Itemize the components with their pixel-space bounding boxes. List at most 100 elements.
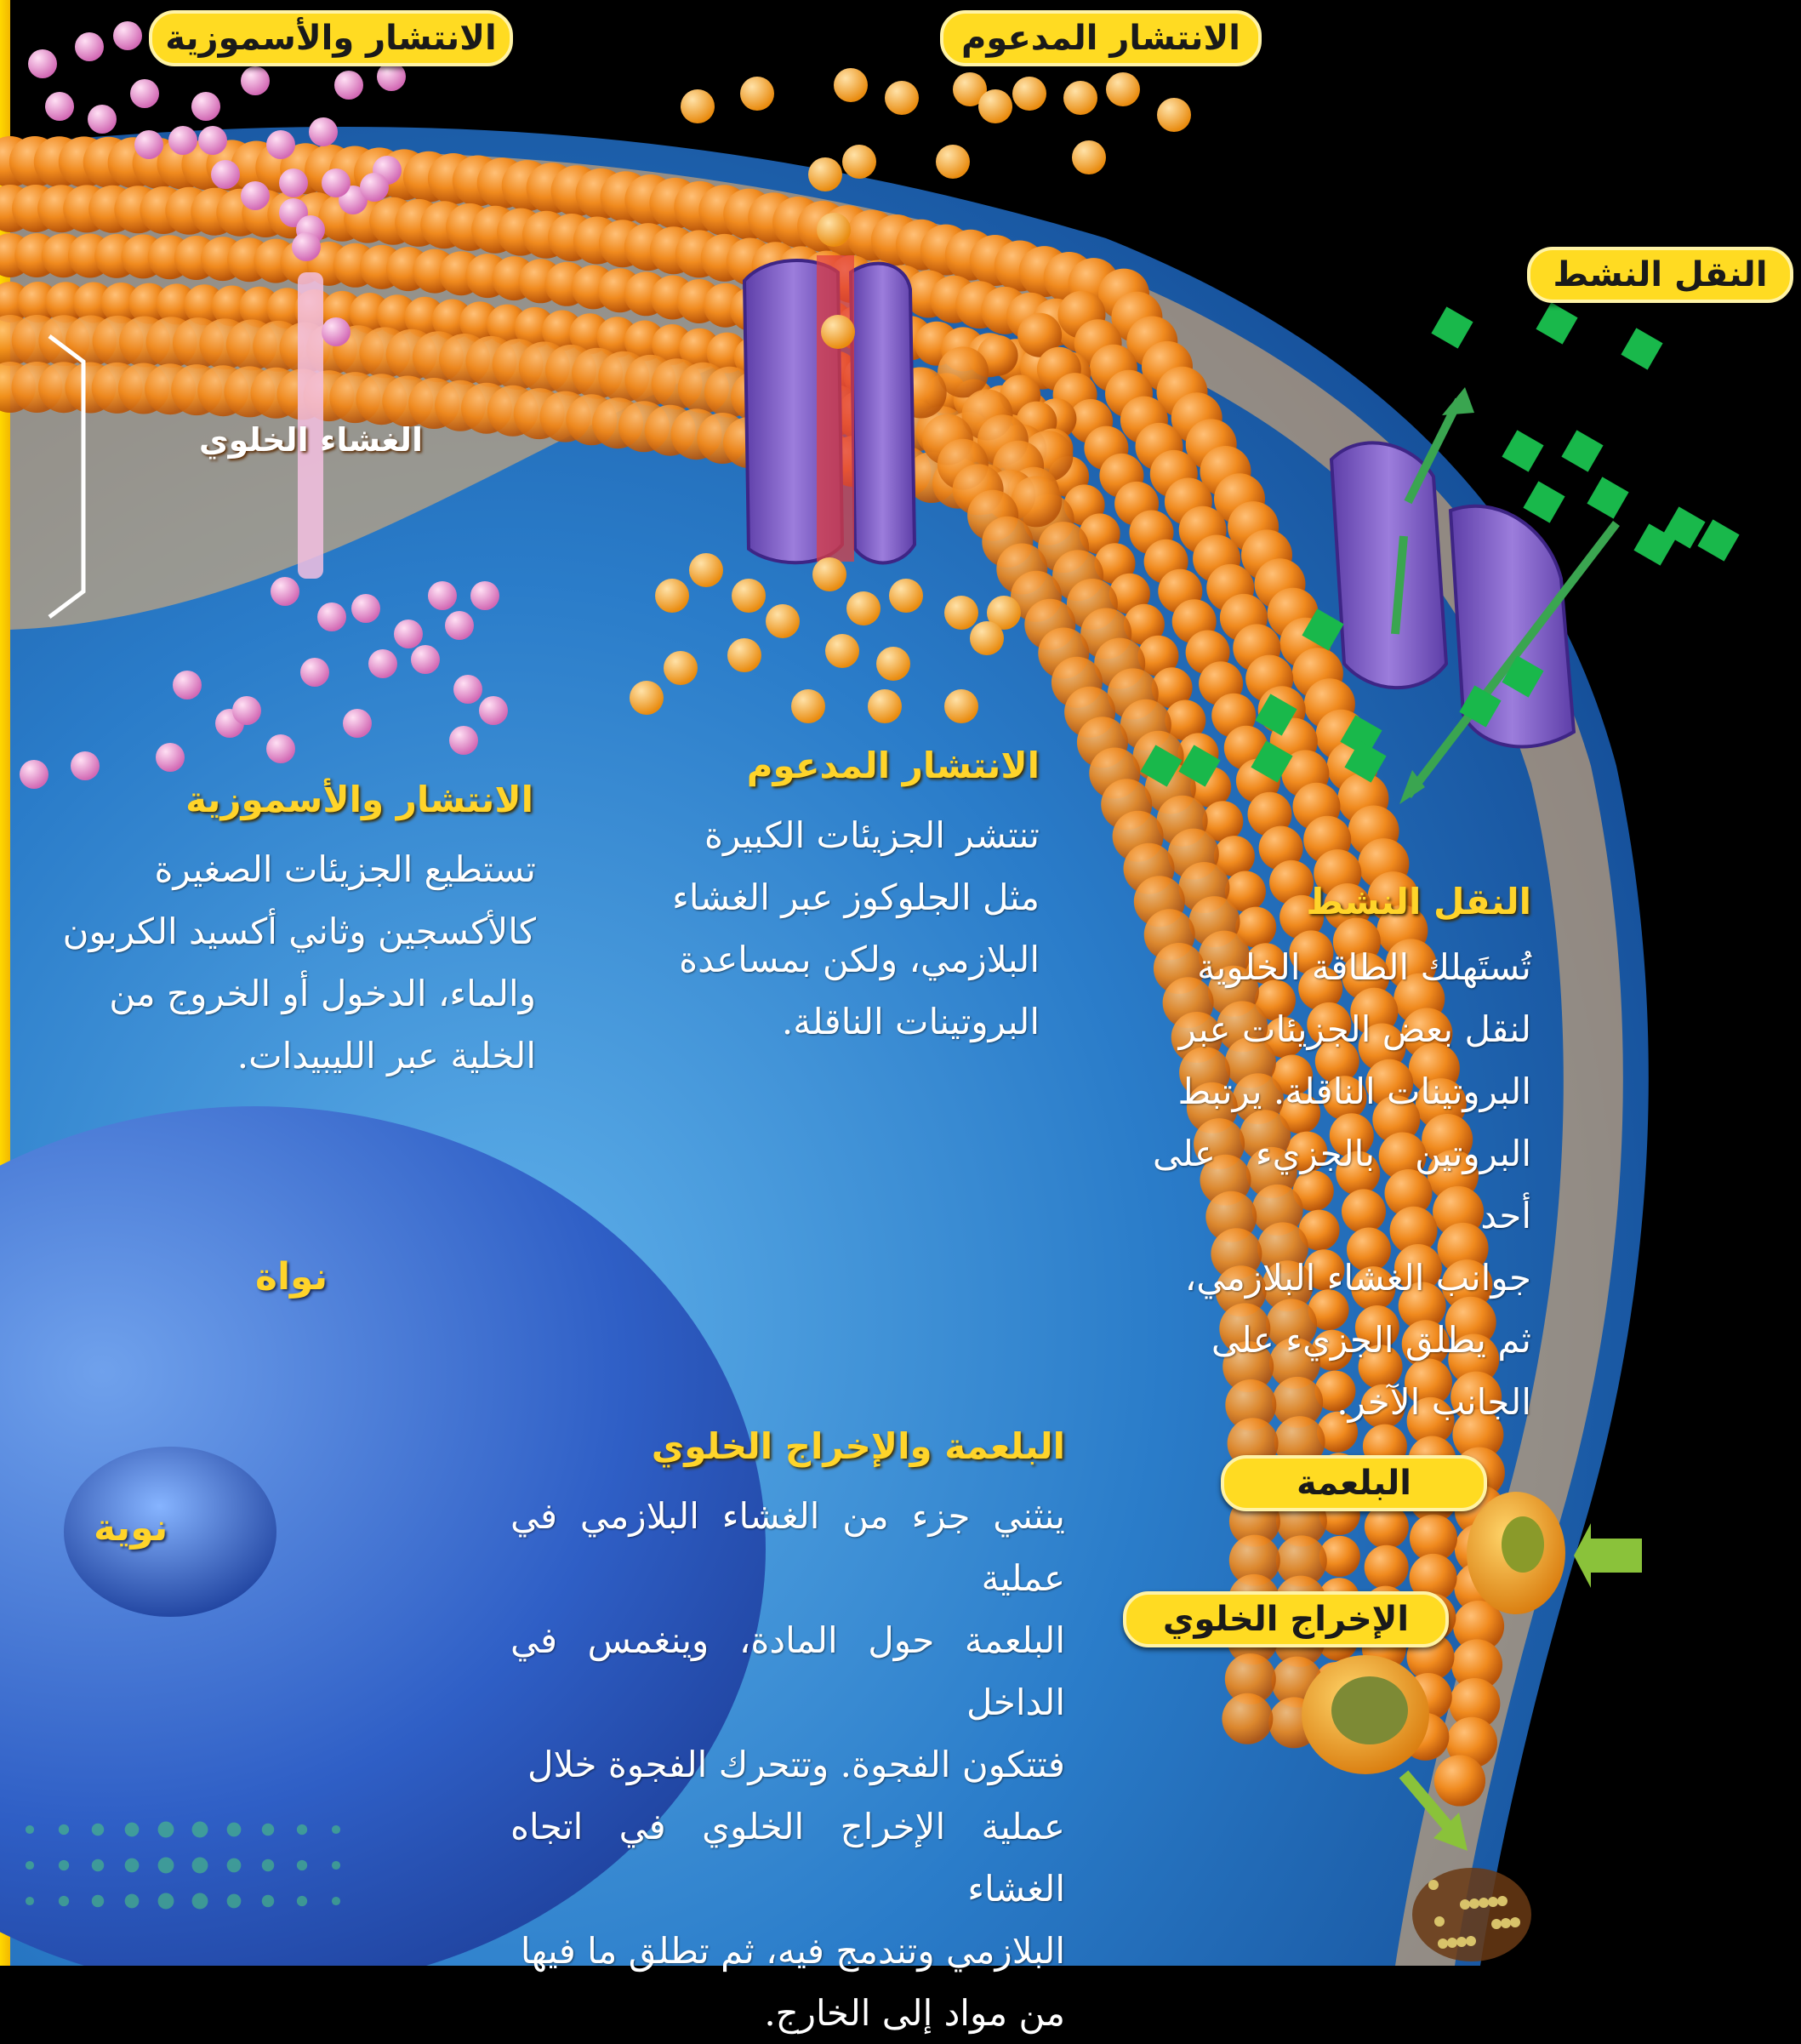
decorative-dot — [26, 1825, 34, 1834]
water-molecule — [470, 581, 499, 610]
active-title: النقل النشط — [1306, 881, 1531, 922]
secreted-particle — [1428, 1880, 1439, 1890]
facilitated-title: الانتشار المدعوم — [747, 745, 1040, 786]
glucose-molecule — [978, 89, 1012, 123]
label-endocytosis: البلعمة — [1221, 1455, 1487, 1511]
glucose-molecule — [936, 145, 970, 179]
glucose-molecule — [808, 157, 842, 191]
secreted-particle — [1469, 1898, 1479, 1909]
water-molecule — [266, 734, 295, 763]
glucose-molecule — [817, 213, 851, 247]
water-molecule — [75, 32, 104, 61]
label-exocytosis: الإخراج الخلوي — [1123, 1591, 1449, 1647]
label-active-transport: النقل النشط — [1527, 247, 1793, 303]
glucose-molecule — [821, 315, 855, 349]
glucose-molecule — [630, 681, 664, 715]
secreted-particle — [1438, 1938, 1448, 1949]
water-molecule — [156, 743, 185, 772]
water-molecule — [351, 594, 380, 623]
glucose-molecule — [1072, 140, 1106, 174]
decorative-dot — [227, 1858, 242, 1873]
decorative-dot — [59, 1860, 69, 1870]
glucose-molecule — [740, 77, 774, 111]
glucose-molecule — [655, 579, 689, 613]
secreted-particle — [1479, 1898, 1489, 1908]
water-molecule — [168, 126, 197, 155]
endocytosis-arrow — [1574, 1523, 1642, 1588]
diffusion-title: الانتشار والأسموزية — [185, 779, 533, 820]
glucose-molecule — [812, 557, 846, 591]
glucose-molecule — [825, 634, 859, 668]
water-molecule — [368, 649, 397, 678]
facilitated-text: تنتشر الجزيئات الكبيرة مثل الجلوكوز عبر … — [647, 804, 1040, 1053]
water-molecule — [343, 709, 372, 738]
glucose-molecule — [1012, 77, 1046, 111]
water-molecule — [241, 181, 270, 210]
decorative-dot — [26, 1861, 34, 1870]
phospholipid-head — [1434, 1756, 1485, 1807]
glucose-molecule — [664, 651, 698, 685]
water-molecule — [428, 581, 457, 610]
decorative-dot — [297, 1860, 307, 1870]
glucose-molecule — [1063, 81, 1097, 115]
water-molecule — [28, 49, 57, 78]
water-molecule — [211, 160, 240, 189]
secreted-particle — [1488, 1897, 1498, 1907]
secreted-particle — [1491, 1919, 1502, 1929]
decorative-dot — [92, 1859, 105, 1872]
water-molecule — [173, 671, 202, 699]
water-molecule — [71, 751, 100, 780]
water-molecule — [292, 232, 321, 261]
water-molecule — [317, 602, 346, 631]
active-transport-molecule — [1502, 430, 1543, 471]
water-molecule — [134, 130, 163, 159]
water-molecule — [334, 71, 363, 100]
glucose-molecule — [889, 579, 923, 613]
water-molecule — [45, 92, 74, 121]
water-molecule — [113, 21, 142, 50]
active-text: تُستَهلك الطاقة الخلوية لنقل بعض الجزيئا… — [1153, 936, 1531, 1433]
water-molecule — [309, 117, 338, 146]
decorative-dot — [297, 1824, 307, 1835]
water-molecule — [198, 126, 227, 155]
decorative-dot — [125, 1823, 140, 1837]
decorative-dot — [192, 1893, 208, 1910]
decorative-dot — [192, 1858, 208, 1874]
glucose-molecule — [732, 579, 766, 613]
water-molecule — [449, 726, 478, 755]
endo-exo-title: البلعمة والإخراج الخلوي — [652, 1425, 1065, 1467]
water-molecule — [271, 577, 299, 606]
vesicle-content — [1502, 1516, 1544, 1573]
glucose-molecule — [791, 689, 825, 723]
glucose-molecule — [727, 638, 761, 672]
glucose-molecule — [846, 591, 881, 625]
water-molecule — [322, 317, 351, 346]
decorative-dot — [192, 1822, 208, 1838]
active-transport-molecule — [1431, 306, 1473, 348]
facilitated-transport-protein — [744, 255, 915, 562]
secreted-particle — [1447, 1938, 1457, 1948]
label-facilitated-diffusion: الانتشار المدعوم — [940, 10, 1262, 66]
glucose-molecule — [876, 647, 910, 681]
decorative-dot — [332, 1861, 340, 1870]
decorative-dot — [262, 1859, 275, 1872]
decorative-dot — [227, 1894, 242, 1909]
active-transport-molecule — [1523, 481, 1564, 522]
water-molecule — [445, 611, 474, 640]
phospholipid-head — [1222, 1693, 1273, 1744]
decorative-dot — [59, 1824, 69, 1835]
diffusion-text: تستطيع الجزيئات الصغيرة كالأكسجين وثاني … — [47, 838, 536, 1087]
water-molecule — [279, 168, 308, 197]
decorative-dot — [227, 1823, 242, 1837]
decorative-dot — [297, 1896, 307, 1906]
active-transport-molecule — [1587, 477, 1628, 518]
decorative-dot — [158, 1893, 174, 1910]
water-molecule — [479, 696, 508, 725]
glucose-molecule — [885, 81, 919, 115]
secreted-particle — [1456, 1937, 1467, 1947]
active-transport-molecule — [1561, 430, 1603, 471]
water-molecule — [232, 696, 261, 725]
water-molecule — [377, 62, 406, 91]
decorative-dot — [125, 1858, 140, 1873]
water-molecule — [88, 105, 117, 134]
